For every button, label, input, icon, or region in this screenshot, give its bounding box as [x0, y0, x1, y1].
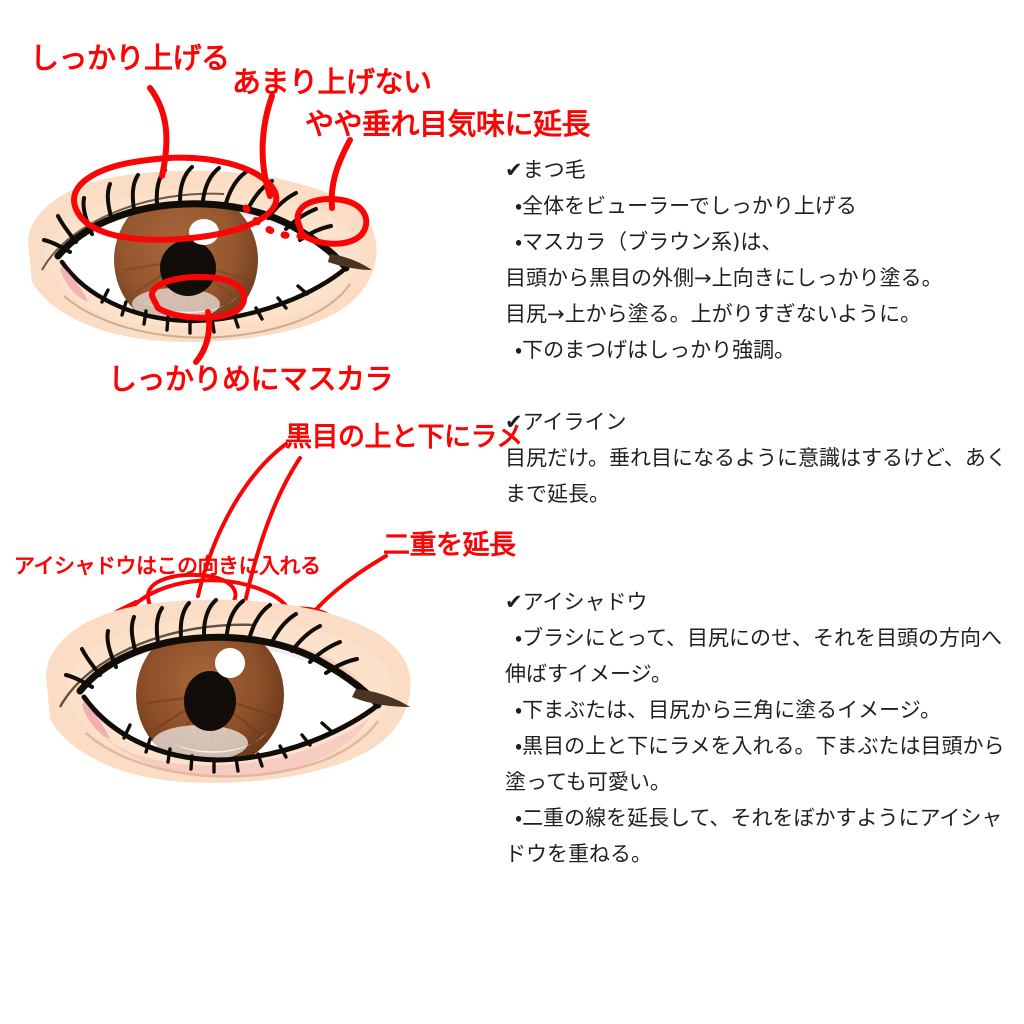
pupil: [160, 240, 216, 296]
lower-eye-diagram: [20, 575, 450, 825]
section-eyelash: ✔まつ毛 ・全体をビューラーでしっかり上げる ・マスカラ（ブラウン系)は、 目頭…: [505, 152, 1020, 368]
section-heading-eyeshadow: ✔アイシャドウ: [505, 584, 1020, 620]
section-spacer: [505, 368, 1020, 404]
tear-duct: [60, 266, 88, 302]
annotation-tareme-encho: やや垂れ目気味に延長: [305, 107, 591, 141]
section-spacer: [505, 512, 1020, 548]
section-heading-label: アイライン: [522, 410, 627, 434]
check-icon: ✔: [505, 590, 523, 614]
check-icon: ✔: [505, 410, 523, 434]
section-line: ・下まぶたは、目尻から三角に塗るイメージ。: [515, 698, 942, 722]
section-line: 伸ばすイメージ。: [505, 662, 672, 686]
section-eyeshadow: ✔アイシャドウ ・ブラシにとって、目尻にのせ、それを目頭の方向へ 伸ばすイメージ…: [505, 584, 1020, 872]
lower-lid-line: [63, 283, 351, 339]
section-eyeliner: ✔アイライン 目尻だけ。垂れ目になるように意識はするけど、あく まで延長。: [505, 404, 1020, 512]
lower-lashes-lower: [122, 721, 333, 774]
check-icon: ✔: [505, 158, 523, 182]
lid-crease-lower: [58, 623, 257, 708]
lower-eyeline: [59, 259, 349, 324]
annotation-eyeshadow-direction: アイシャドウはこの向きに入れる: [14, 554, 321, 578]
annotation-shikkari-ageru: しっかり上げる: [30, 41, 230, 75]
lower-lid-line-lower: [85, 720, 379, 778]
iris-glow-lower: [152, 725, 248, 759]
annotation-amari-agenai: あまり上げない: [232, 65, 432, 99]
section-heading-eyelash: ✔まつ毛: [505, 152, 1020, 188]
upper-eyeline-lower: [76, 633, 382, 709]
section-line: まで延長。: [505, 482, 610, 506]
section-line: ・マスカラ（ブラウン系)は、: [515, 230, 783, 254]
section-line: 目頭から黒目の外側→上向きにしっかり塗る。: [505, 266, 943, 290]
section-line: ・ブラシにとって、目尻にのせ、それを目頭の方向へ: [515, 626, 1002, 650]
section-line: 目尻だけ。垂れ目になるように意識はするけど、あく: [505, 446, 1007, 470]
section-line: ・全体をビューラーでしっかり上げる: [515, 194, 857, 218]
liner-extension-lower: [352, 689, 410, 707]
upper-lashes-lower: [64, 598, 359, 689]
section-line: 塗っても可愛い。: [505, 770, 671, 794]
pupil-lower: [184, 671, 236, 731]
annotation-mascara: しっかりめにマスカラ: [108, 362, 394, 396]
eye-highlight-lower: [215, 648, 245, 678]
lower-eyeline-lower: [81, 694, 381, 763]
lower-eye-svg: [46, 598, 411, 783]
eyeshadow-lower: [98, 717, 370, 778]
section-spacer: [505, 548, 1020, 584]
section-line: ドウを重ねる。: [505, 842, 652, 866]
annotation-lame: 黒目の上と下にラメ: [285, 422, 523, 453]
instructions-column: ✔まつ毛 ・全体をビューラーでしっかり上げる ・マスカラ（ブラウン系)は、 目頭…: [505, 152, 1020, 872]
tear-duct-lower: [82, 701, 110, 739]
section-line: 目尻→上から塗る。上がりすぎないように。: [505, 302, 922, 326]
section-heading-label: アイシャドウ: [522, 590, 648, 614]
section-line: ・黒目の上と下にラメを入れる。下まぶたは目頭から: [515, 734, 1005, 758]
section-heading-eyeliner: ✔アイライン: [505, 404, 1020, 440]
section-heading-label: まつ毛: [522, 158, 586, 182]
eye-highlight: [189, 219, 219, 245]
iris-group-lower: [136, 639, 284, 759]
annotation-futae-encho: 二重を延長: [383, 530, 516, 561]
liner-extension: [328, 254, 372, 270]
section-line: ・下のまつげはしっかり強調。: [515, 338, 796, 362]
section-line: ・二重の線を延長して、それをぼかすようにアイシャ: [515, 806, 1003, 830]
upper-eye-diagram: [0, 150, 420, 380]
upper-eye-svg: [28, 165, 377, 342]
